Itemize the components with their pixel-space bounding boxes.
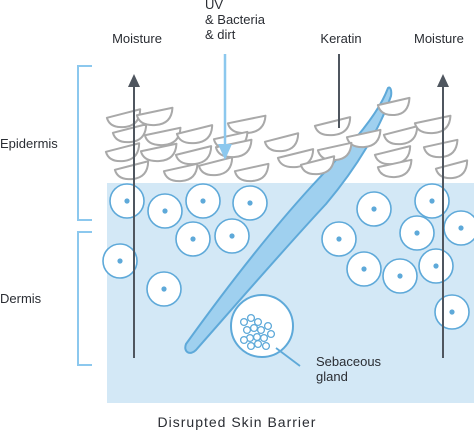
sebaceous-label-line1: Sebaceous: [316, 354, 382, 369]
keratin-scale: [276, 148, 315, 169]
gland-secretion-dot: [266, 329, 276, 339]
gland-secretions: [239, 313, 276, 351]
keratin-scale: [299, 155, 336, 176]
keratin-scale: [113, 160, 150, 181]
hair-follicle: [184, 86, 393, 354]
cell-nucleus: [124, 198, 130, 204]
uv-label-line1: UV: [205, 0, 224, 12]
cell-nucleus: [229, 233, 235, 239]
moisture-left-arrow-icon: [128, 74, 140, 358]
gland-secretion-dot: [253, 339, 263, 349]
cell-nucleus: [336, 236, 342, 242]
keratin-scale: [135, 106, 174, 127]
sebaceous-gland-label: Sebaceous gland: [316, 354, 381, 384]
gland-secretion-dot: [263, 321, 273, 331]
keratin-scale: [104, 142, 141, 163]
keratin-scale: [376, 96, 411, 117]
uv-label-line3: & dirt: [205, 27, 236, 42]
keratin-scale: [382, 125, 419, 146]
keratin-scale: [233, 162, 270, 183]
cell-nucleus: [161, 286, 167, 292]
keratin-scale: [413, 114, 452, 135]
uv-label-line2: & Bacteria: [205, 12, 265, 27]
cell-nucleus: [397, 273, 403, 279]
keratin-label: Keratin: [320, 31, 362, 46]
keratin-scale: [376, 158, 413, 179]
keratin-scale: [316, 141, 353, 162]
sebaceous-gland: [230, 294, 294, 358]
cell-nucleus: [429, 198, 435, 204]
keratin-scale: [263, 132, 300, 153]
gland-secretion-dot: [261, 341, 271, 351]
gland-secretion-dot: [242, 325, 252, 335]
gland-secretion-dot: [253, 317, 263, 327]
moisture-right-label: Moisture: [414, 31, 464, 46]
gland-secretion-dot: [239, 317, 249, 327]
cell-nucleus: [200, 198, 206, 204]
cell-nucleus: [117, 258, 123, 264]
gland-secretion-dot: [259, 333, 269, 343]
keratin-scales: [104, 96, 469, 183]
uv-bacteria-dirt-label: UV & Bacteria & dirt: [205, 0, 265, 42]
moisture-right-arrow-icon: [437, 74, 449, 358]
cell-nucleus: [190, 236, 196, 242]
dermal-cells: [102, 183, 474, 330]
keratin-scale: [313, 116, 352, 137]
gland-secretion-dot: [256, 325, 266, 335]
cell-nucleus: [449, 309, 455, 315]
keratin-scale: [111, 123, 148, 144]
cell-nucleus: [371, 206, 377, 212]
cell-nucleus: [414, 230, 420, 236]
dermis-bracket: [77, 231, 92, 366]
uv-arrow-icon: [218, 54, 232, 160]
keratin-scale: [175, 124, 214, 145]
gland-secretion-dot: [252, 332, 262, 342]
gland-secretion-dot: [249, 323, 259, 333]
cell-nucleus: [433, 263, 439, 269]
sebaceous-pointer: [275, 347, 301, 367]
gland-secretion-dot: [239, 335, 249, 345]
cell-nucleus: [361, 266, 367, 272]
dermis-label: Dermis: [0, 291, 42, 306]
epidermis-label: Epidermis: [0, 136, 58, 151]
moisture-left-label: Moisture: [112, 31, 162, 46]
gland-secretion-dot: [246, 313, 256, 323]
cell-nucleus: [458, 225, 464, 231]
gland-secretion-dot: [246, 341, 256, 351]
cell-nucleus: [247, 200, 253, 206]
keratin-scale: [197, 156, 234, 177]
cell-nucleus: [162, 208, 168, 214]
epidermis-bracket: [77, 65, 92, 221]
diagram-caption: Disrupted Skin Barrier: [157, 414, 317, 430]
keratin-scale: [434, 159, 469, 180]
keratin-scale: [162, 162, 199, 183]
sebaceous-label-line2: gland: [316, 369, 348, 384]
keratin-scale: [139, 142, 178, 163]
keratin-scale: [422, 138, 459, 159]
